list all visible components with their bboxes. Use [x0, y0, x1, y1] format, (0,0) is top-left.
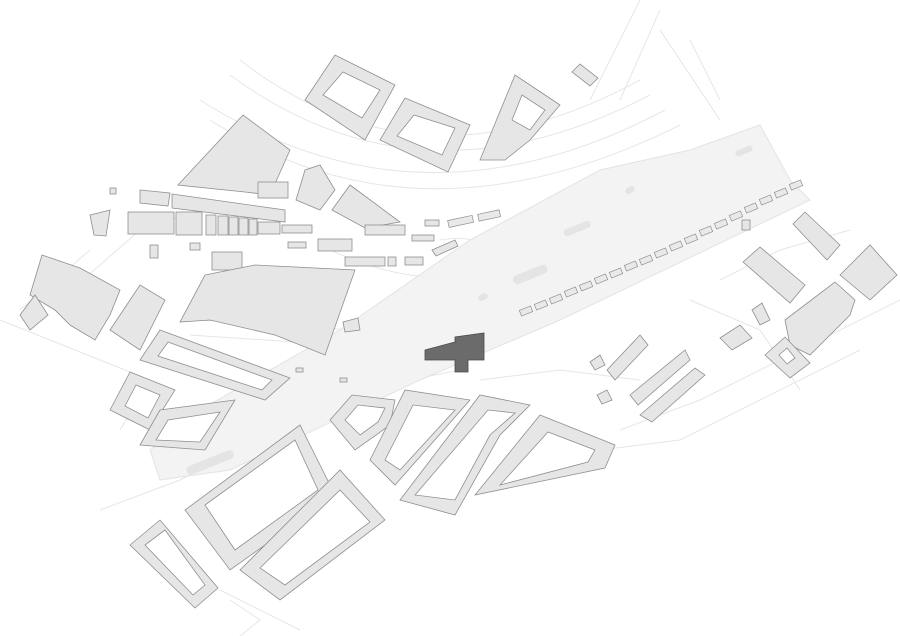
scattered-buildings [109, 187, 751, 383]
west-campus [19, 209, 166, 351]
south-west-blocks [109, 329, 291, 451]
river [149, 124, 811, 481]
highlighted-building [424, 332, 485, 373]
south-blocks [129, 389, 616, 609]
moored-barges [447, 179, 804, 317]
north-blocks [304, 54, 599, 173]
east-area [589, 211, 898, 423]
industrial-area [127, 114, 459, 356]
